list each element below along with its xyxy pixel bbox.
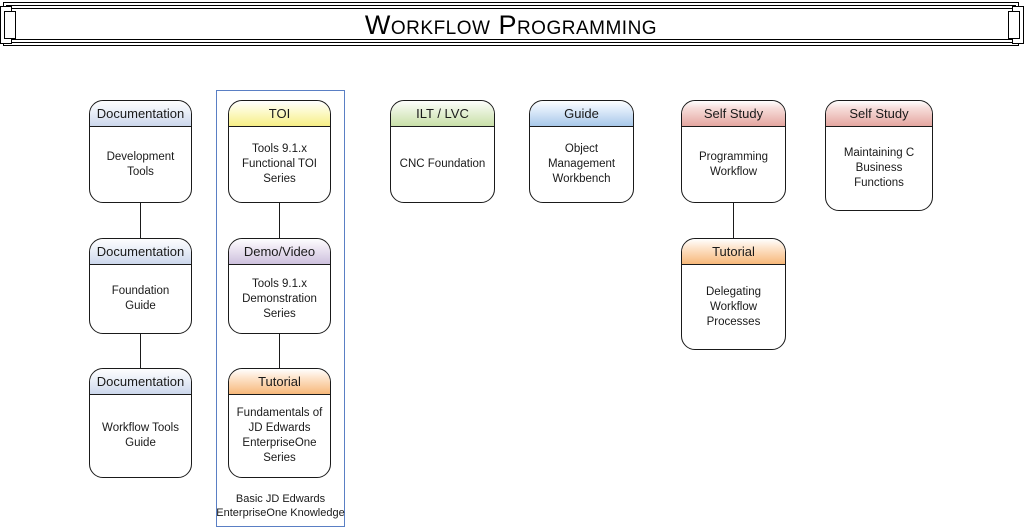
card-header-label: Documentation [90, 101, 191, 127]
card-workflow-tools-guide[interactable]: Documentation Workflow Tools Guide [89, 368, 192, 478]
card-body-line: JD Edwards [248, 422, 311, 434]
card-body-line: Workflow [709, 300, 758, 313]
card-body-line: Series [263, 173, 296, 185]
card-body-line: Series [263, 452, 296, 464]
card-body-line: Fundamentals of [236, 407, 323, 419]
card-header-label: Self Study [826, 101, 932, 127]
connector-demo-to-tutorial [279, 333, 280, 380]
card-body-line: Maintaining C [843, 147, 915, 159]
group-caption: Basic JD Edwards EnterpriseOne Knowledge [216, 492, 345, 520]
card-body-line: Workbench [552, 173, 611, 185]
card-body-line: EnterpriseOne [242, 437, 317, 449]
group-caption-line-2: EnterpriseOne Knowledge [216, 507, 345, 519]
card-functional-toi-series[interactable]: TOI Tools 9.1.x Functional TOI Series [228, 100, 331, 203]
card-header-label: Documentation [90, 369, 191, 395]
card-body-line: Delegating [706, 285, 761, 298]
diagram-canvas: Basic JD Edwards EnterpriseOne Knowledge… [0, 48, 1025, 531]
card-body-line: Series [263, 307, 296, 320]
card-body-line: Development [106, 150, 175, 163]
card-header-label: Tutorial [229, 369, 330, 395]
card-body: Object Management Workbench [530, 127, 633, 202]
card-fundamentals-series[interactable]: Tutorial Fundamentals of JD Edwards Ente… [228, 368, 331, 478]
card-body-line: Tools 9.1.x [252, 143, 307, 155]
title-banner: Workflow Programming [0, 2, 1024, 48]
card-body-line: Management [547, 158, 616, 170]
banner-border-inner [9, 8, 1013, 40]
banner-ornament-left [0, 6, 20, 44]
card-header-label: Demo/Video [229, 239, 330, 265]
card-body: CNC Foundation [391, 127, 494, 202]
banner-ornament-right [1004, 6, 1024, 44]
card-body: Fundamentals of JD Edwards EnterpriseOne… [229, 395, 330, 477]
card-cnc-foundation[interactable]: ILT / LVC CNC Foundation [390, 100, 495, 203]
group-caption-line-1: Basic JD Edwards [235, 493, 326, 505]
card-body: Programming Workflow [682, 127, 785, 202]
card-body-line: Functions [854, 177, 904, 189]
card-demonstration-series[interactable]: Demo/Video Tools 9.1.x Demonstration Ser… [228, 238, 331, 334]
page-title: Workflow Programming [364, 10, 658, 40]
card-body-line: Object [564, 143, 599, 155]
card-body-line: Tools [127, 165, 154, 178]
card-body: Maintaining C Business Functions [826, 127, 932, 210]
connector-toi-to-demo [279, 203, 280, 250]
card-body: Tools 9.1.x Demonstration Series [229, 265, 330, 333]
card-body-line: Processes [706, 315, 761, 328]
card-body: Delegating Workflow Processes [682, 265, 785, 349]
card-body-line: Guide [125, 437, 156, 449]
card-development-tools[interactable]: Documentation Development Tools [89, 100, 192, 203]
card-object-management-workbench[interactable]: Guide Object Management Workbench [529, 100, 634, 203]
connector-development-to-foundation [140, 203, 141, 250]
card-programming-workflow[interactable]: Self Study Programming Workflow [681, 100, 786, 203]
card-delegating-workflow-processes[interactable]: Tutorial Delegating Workflow Processes [681, 238, 786, 350]
card-header-label: ILT / LVC [391, 101, 494, 127]
connector-selfstudy-to-tutorial [733, 203, 734, 250]
card-body-line: Tools 9.1.x [252, 277, 307, 290]
card-body: Development Tools [90, 127, 191, 202]
card-body: Foundation Guide [90, 265, 191, 333]
card-header-label: Self Study [682, 101, 785, 127]
card-body-line: Functional TOI [241, 158, 317, 170]
card-body-line: Foundation [111, 285, 170, 297]
card-body-line: Programming [698, 150, 769, 163]
card-body-line: Business [855, 162, 903, 174]
group-container-basic-knowledge [216, 90, 345, 527]
connector-foundation-to-workflow-tools [140, 333, 141, 380]
card-header-label: Tutorial [682, 239, 785, 265]
card-header-label: TOI [229, 101, 330, 127]
card-body-line: CNC Foundation [399, 158, 486, 170]
card-body-line: Demonstration [242, 292, 317, 305]
card-header-label: Guide [530, 101, 633, 127]
card-header-label: Documentation [90, 239, 191, 265]
card-foundation-guide[interactable]: Documentation Foundation Guide [89, 238, 192, 334]
card-body: Workflow Tools Guide [90, 395, 191, 477]
card-body-line: Workflow [709, 165, 758, 178]
card-body: Tools 9.1.x Functional TOI Series [229, 127, 330, 202]
card-maintaining-c-business-functions[interactable]: Self Study Maintaining C Business Functi… [825, 100, 933, 211]
card-body-line: Workflow Tools [102, 422, 179, 434]
card-body-line: Guide [125, 300, 156, 312]
